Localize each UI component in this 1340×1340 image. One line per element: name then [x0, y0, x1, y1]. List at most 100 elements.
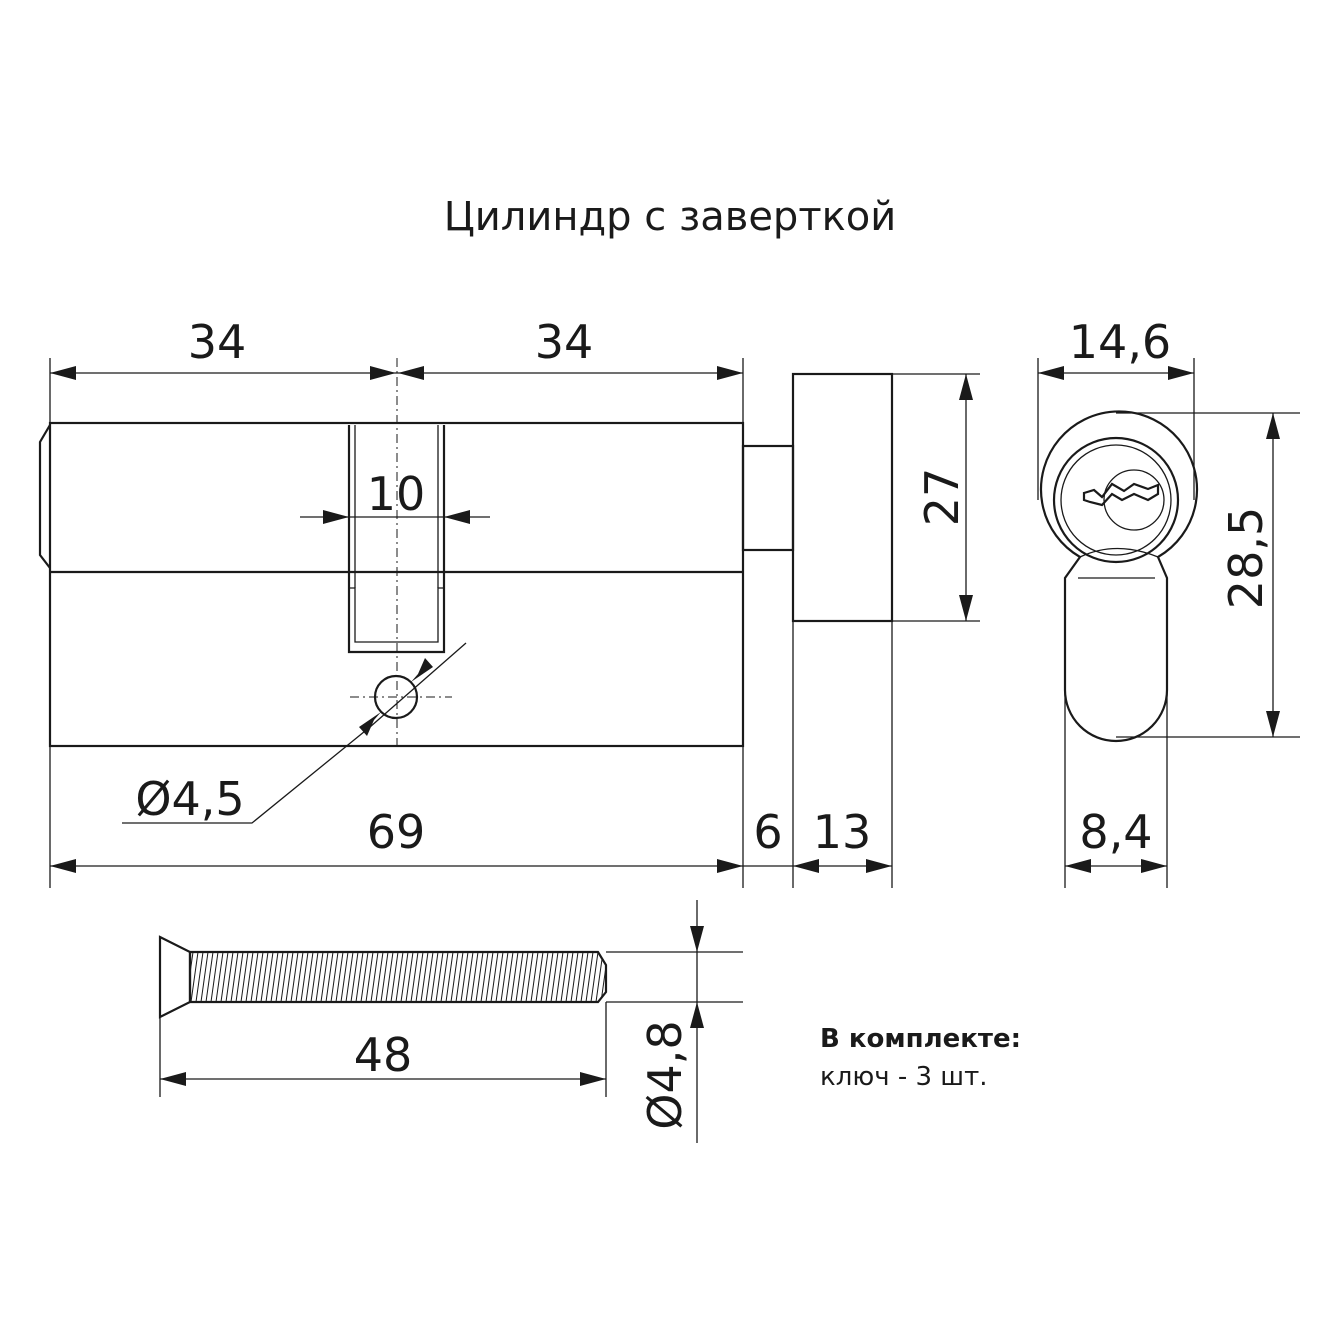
thread-line — [490, 952, 499, 1002]
thread-line — [400, 952, 409, 1002]
thread-line — [405, 952, 414, 1002]
thread-line — [450, 952, 459, 1002]
thread-line — [280, 952, 289, 1002]
thumb-turn — [741, 372, 894, 623]
thread-line — [530, 952, 539, 1002]
thread-line — [200, 952, 209, 1002]
thread-line — [410, 952, 419, 1002]
thread-line — [290, 952, 299, 1002]
thread-line — [270, 952, 279, 1002]
thread-line — [480, 952, 489, 1002]
thread-line — [245, 952, 254, 1002]
dim-neck-length: 6 — [753, 805, 782, 859]
thread-line — [575, 952, 584, 1002]
thread-line — [445, 952, 454, 1002]
thread-line — [265, 952, 274, 1002]
screw — [158, 935, 618, 1019]
dim-profile-bottom: 8,4 — [1064, 690, 1168, 888]
dim-cam: 10 — [300, 467, 490, 524]
thread-line — [190, 952, 194, 1002]
thread-line — [595, 952, 604, 1002]
thread-line — [460, 952, 469, 1002]
thread-line — [550, 952, 559, 1002]
thread-line — [370, 952, 379, 1002]
thread-line — [210, 952, 219, 1002]
thread-line — [545, 952, 554, 1002]
dim-hole-diameter: Ø4,5 — [135, 772, 244, 826]
thread-line — [465, 952, 474, 1002]
thread-line — [190, 952, 199, 1002]
thread-line — [395, 952, 404, 1002]
thread-line — [555, 952, 564, 1002]
thread-line — [420, 952, 429, 1002]
kit-items: ключ - 3 шт. — [820, 1062, 988, 1092]
dim-screw-length: 48 — [159, 1002, 607, 1097]
dim-thumb-height-value: 27 — [915, 468, 969, 527]
thread-line — [325, 952, 334, 1002]
dim-half-right: 34 — [535, 315, 594, 369]
thread-line — [275, 952, 284, 1002]
thread-line — [240, 952, 249, 1002]
thread-line — [310, 952, 319, 1002]
thread-line — [600, 952, 606, 1002]
dim-profile-width-value: 14,6 — [1069, 315, 1171, 369]
thread-line — [455, 952, 464, 1002]
thread-line — [435, 952, 444, 1002]
thread-line — [470, 952, 479, 1002]
thread-line — [330, 952, 339, 1002]
thread-line — [345, 952, 354, 1002]
thread-line — [250, 952, 259, 1002]
dim-hole: Ø4,5 — [122, 642, 467, 826]
thread-line — [295, 952, 304, 1002]
thread-line — [285, 952, 294, 1002]
thread-line — [230, 952, 239, 1002]
thread-line — [510, 952, 519, 1002]
thread-line — [300, 952, 309, 1002]
thread-line — [255, 952, 264, 1002]
thread-line — [515, 952, 524, 1002]
thread-line — [260, 952, 269, 1002]
thread-line — [205, 952, 214, 1002]
thread-line — [500, 952, 509, 1002]
thread-line — [355, 952, 364, 1002]
thread-line — [520, 952, 529, 1002]
dim-profile-width: 14,6 — [1037, 315, 1195, 500]
thread-line — [375, 952, 384, 1002]
kit-heading: В комплекте: — [820, 1024, 1021, 1054]
thread-line — [535, 952, 544, 1002]
thread-line — [611, 952, 618, 1002]
dim-bottom: 69 6 13 — [49, 621, 893, 888]
thread-line — [385, 952, 394, 1002]
dim-cam-width: 10 — [367, 467, 426, 521]
thread-line — [315, 952, 324, 1002]
thread-line — [590, 952, 599, 1002]
thread-line — [570, 952, 579, 1002]
dim-screw-diameter-value: Ø4,8 — [638, 1020, 692, 1129]
thread-line — [305, 952, 314, 1002]
thread-line — [430, 952, 439, 1002]
drawing-title: Цилиндр с заверткой — [444, 194, 897, 240]
cylinder-profile — [1039, 410, 1199, 743]
dim-screw-diameter: Ø4,8 — [606, 900, 743, 1143]
thread-line — [225, 952, 234, 1002]
dim-thumb-length: 13 — [813, 805, 872, 859]
dim-profile-height-value: 28,5 — [1219, 507, 1273, 609]
thread-line — [335, 952, 344, 1002]
thread-line — [425, 952, 434, 1002]
dim-thumb-height: 27 — [892, 373, 980, 622]
thread-line — [320, 952, 329, 1002]
thread-line — [350, 952, 359, 1002]
thread-line — [380, 952, 389, 1002]
dim-profile-height: 28,5 — [1116, 412, 1300, 738]
dim-top-halves: 34 34 — [49, 315, 744, 423]
thread-line — [585, 952, 594, 1002]
thread-line — [505, 952, 514, 1002]
thread-line — [560, 952, 569, 1002]
thread-line — [235, 952, 244, 1002]
thread-line — [525, 952, 534, 1002]
dim-profile-bottom-value: 8,4 — [1079, 805, 1152, 859]
screw-threads — [190, 952, 618, 1002]
thread-line — [215, 952, 224, 1002]
thread-line — [580, 952, 589, 1002]
